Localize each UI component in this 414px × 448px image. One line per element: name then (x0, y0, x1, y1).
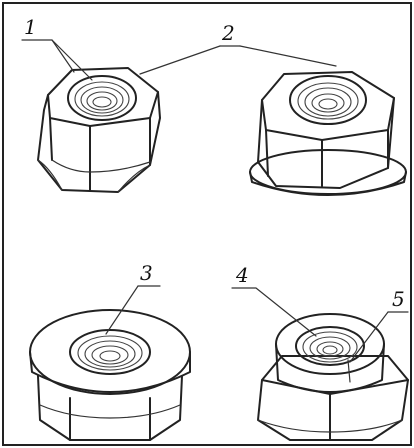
callout-2: 2 (221, 21, 235, 45)
callout-4: 4 (235, 263, 249, 287)
flange-nut-bottom-left (29, 309, 191, 441)
callout-5: 5 (392, 287, 405, 311)
callout-1: 1 (24, 15, 37, 39)
callout-3: 3 (140, 261, 153, 285)
collar-hex-nut-bottom-right (257, 313, 409, 441)
flanged-hex-nut-top-right (249, 71, 407, 196)
leader-lines (21, 39, 409, 363)
hex-nut-top-left (37, 67, 161, 193)
